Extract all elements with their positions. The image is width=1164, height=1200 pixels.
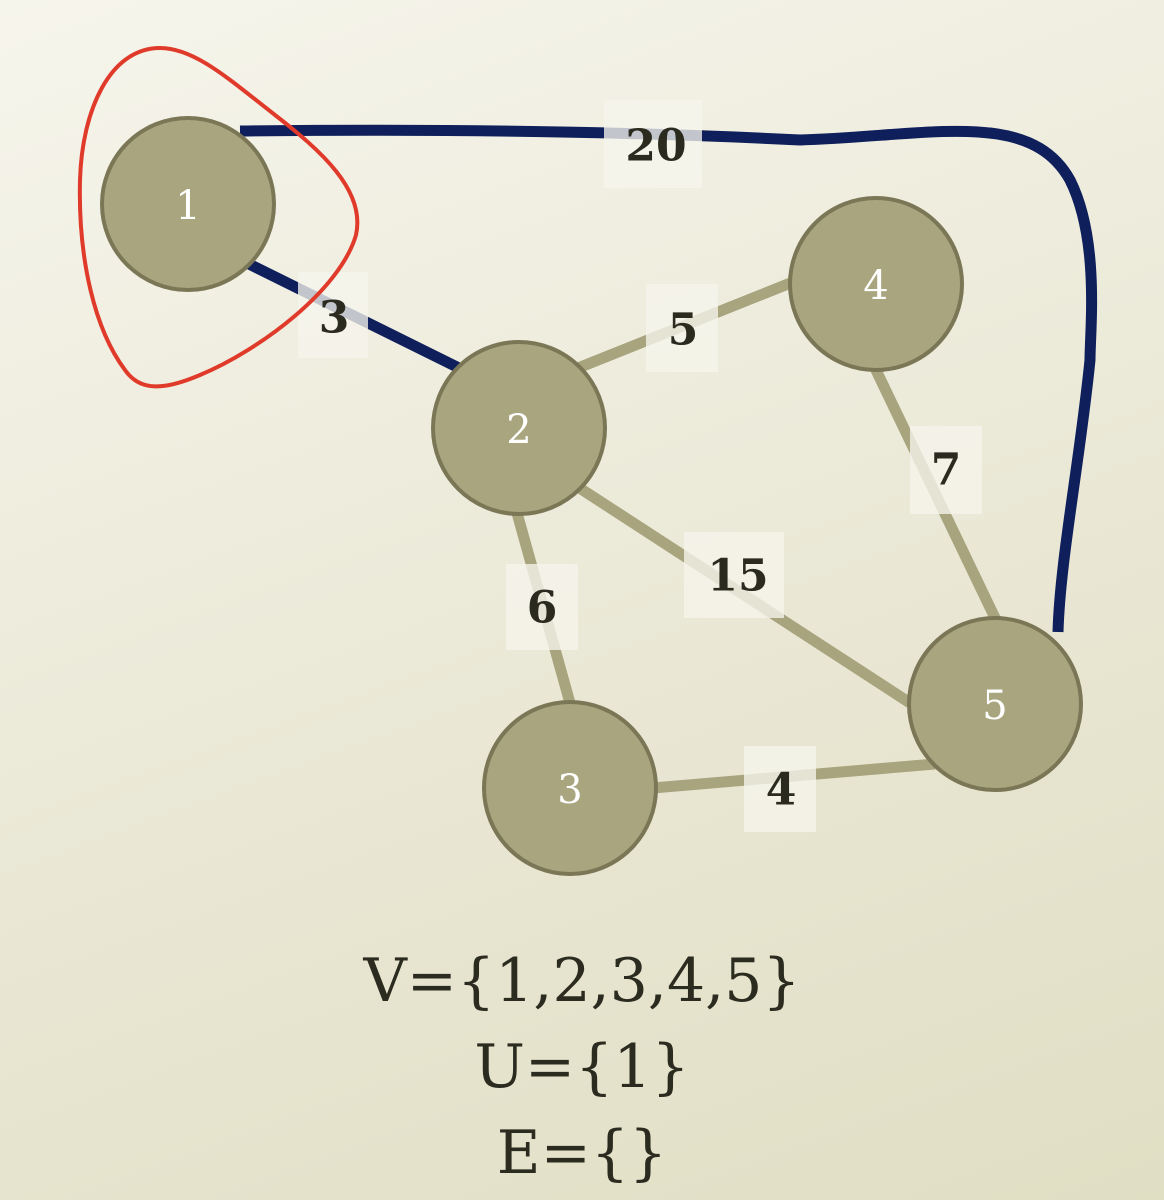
svg-text:6: 6 [527, 583, 558, 634]
edge-set: E={} [496, 1118, 668, 1188]
svg-text:15: 15 [707, 551, 768, 602]
weight-label-4-5: 7 [910, 426, 982, 514]
selection-outline [77, 45, 360, 389]
node-5-label: 5 [982, 683, 1007, 729]
svg-text:5: 5 [668, 305, 699, 356]
edge-1-5 [239, 124, 1098, 633]
weight-label-2-3: 6 [506, 564, 578, 650]
node-1-label: 1 [175, 183, 200, 229]
node-3: 3 [482, 700, 658, 876]
node-3-label: 3 [557, 767, 582, 813]
node-4-label: 4 [863, 263, 888, 309]
weight-label-1-2: 3 [298, 272, 368, 358]
selected-set: U={1} [474, 1032, 690, 1102]
weight-label-2-5: 15 [684, 532, 784, 618]
node-2-label: 2 [506, 407, 531, 453]
svg-text:20: 20 [625, 121, 686, 172]
svg-text:7: 7 [931, 445, 962, 496]
weight-label-2-4: 5 [646, 284, 718, 372]
node-5: 5 [907, 616, 1083, 792]
set-definitions: V={1,2,3,4,5} U={1} E={} [0, 938, 1164, 1196]
node-1: 1 [100, 116, 276, 292]
svg-text:4: 4 [766, 765, 797, 816]
weight-label-1-5: 20 [604, 100, 702, 188]
vertex-set: V={1,2,3,4,5} [363, 946, 801, 1016]
node-4: 4 [788, 196, 964, 372]
node-2: 2 [431, 340, 607, 516]
svg-text:3: 3 [319, 293, 350, 344]
weight-label-3-5: 4 [744, 746, 816, 832]
